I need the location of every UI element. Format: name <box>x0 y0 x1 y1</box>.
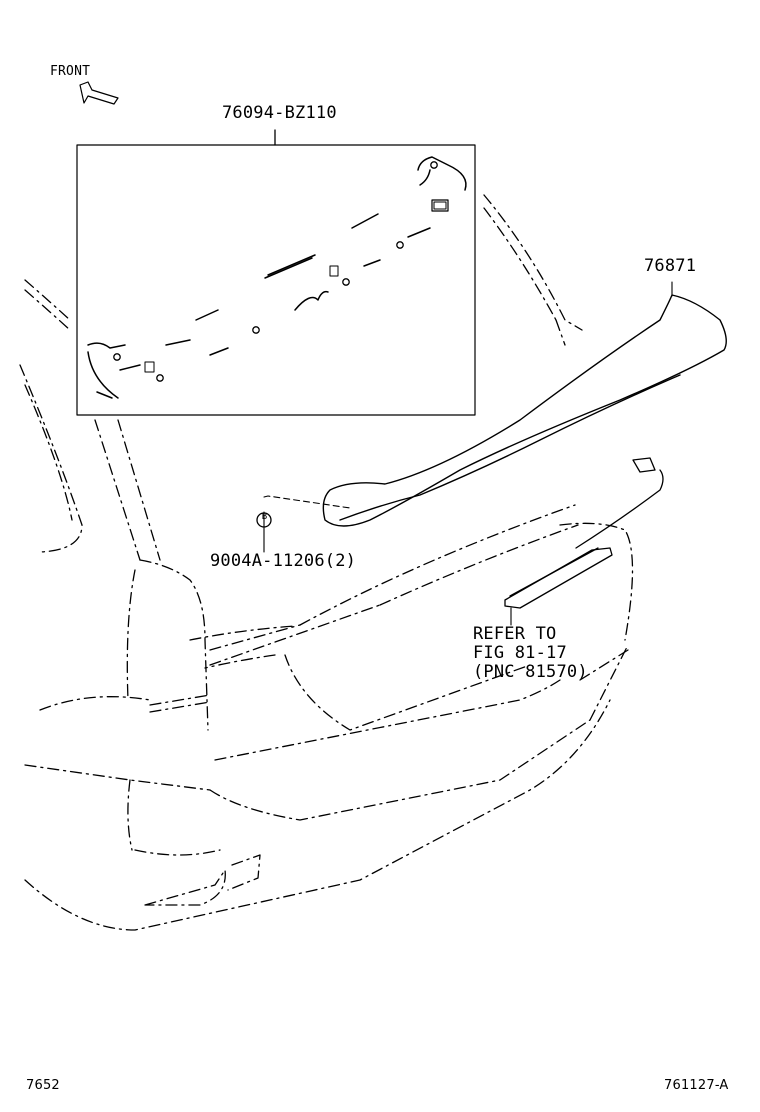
clip-marker-label: B <box>261 512 268 522</box>
callout-clip[interactable]: 9004A-11206(2) <box>210 551 357 571</box>
leader-lines <box>263 281 673 626</box>
callout-molding-set[interactable]: 76094-BZ110 <box>222 103 337 123</box>
molding-detail-box <box>76 129 476 416</box>
callout-spoiler[interactable]: 76871 <box>644 256 697 276</box>
vehicle-body-outline <box>19 194 634 931</box>
stop-lamp-part <box>504 457 664 609</box>
figure-id: 761127-A <box>664 1078 729 1093</box>
callout-stop-lamp-ref[interactable]: REFER TO FIG 81-17 (PNC 81570) <box>473 625 588 682</box>
ref-line-1: REFER TO <box>473 624 557 644</box>
front-label: FRONT <box>50 64 91 79</box>
ref-line-3: (PNC 81570) <box>473 662 588 682</box>
page-ref: 7652 <box>26 1078 60 1093</box>
front-arrow-icon <box>79 81 119 105</box>
ref-line-2: FIG 81-17 <box>473 643 567 663</box>
rear-spoiler-part <box>322 294 727 527</box>
clip-marker-icon <box>256 512 272 528</box>
